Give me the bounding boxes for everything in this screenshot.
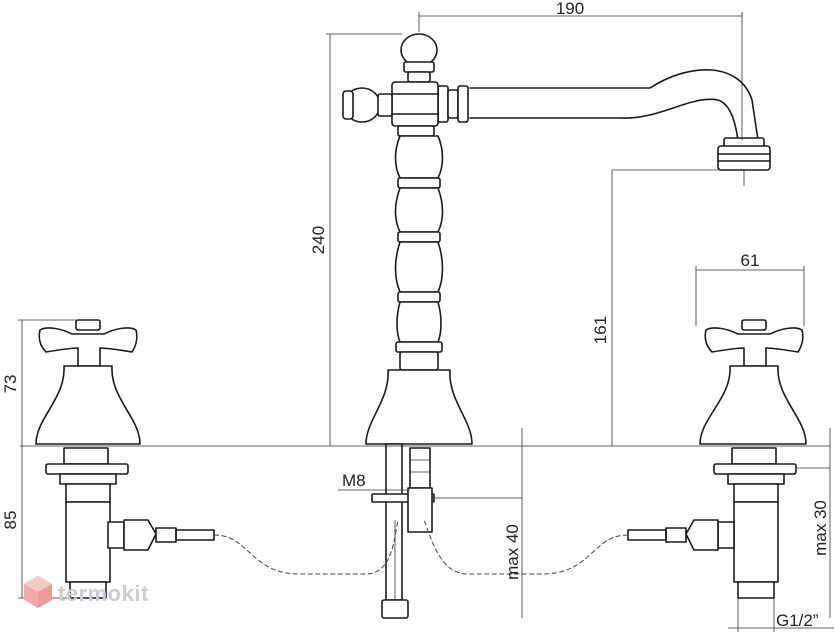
connection-hoses [213,519,629,575]
dim-handle-height: 73 [1,375,20,394]
spout-assembly [437,69,771,186]
dim-handle-width: 61 [741,251,760,270]
dim-valve-height: 85 [1,511,20,530]
dim-max-deck-right: max 30 [811,500,830,556]
dim-spout-reach: 190 [556,0,584,18]
dim-connection: G1/2” [776,611,819,630]
watermark-text: termokit [58,581,149,606]
dim-max-deck-center: max 40 [503,524,522,580]
mixer-handle-top [342,33,439,137]
dim-stud-thread: M8 [342,471,366,490]
mixer-column [394,135,444,371]
mixer-base [365,369,473,619]
cube-logo-icon [24,576,52,608]
dim-spout-height: 161 [591,316,610,344]
right-valve [627,319,807,599]
dim-total-height: 240 [309,226,328,254]
watermark-logo: termokit [24,576,149,608]
left-valve [35,319,215,599]
dimension-labels: 190 240 161 61 73 85 M8 max 40 max 30 G1… [1,0,830,630]
